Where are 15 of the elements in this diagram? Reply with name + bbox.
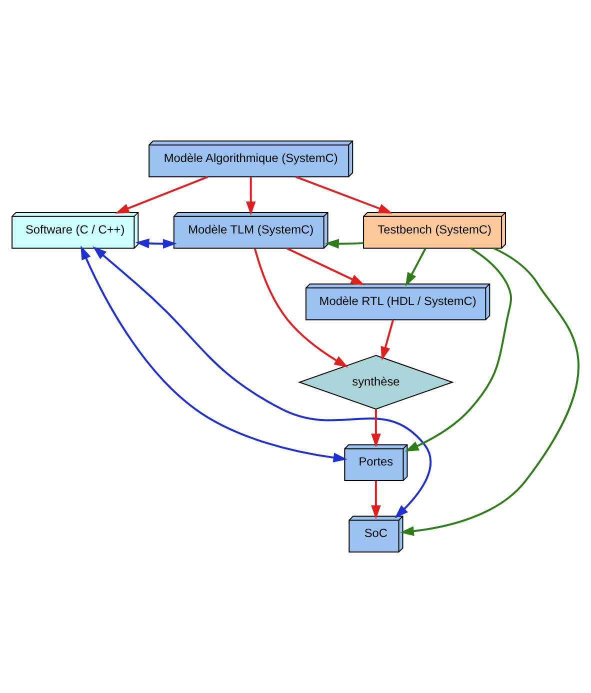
arrow: [324, 238, 364, 249]
arrow: [254, 248, 348, 368]
arrow: [400, 247, 580, 536]
arrow: [404, 247, 512, 452]
arrow: [405, 248, 426, 286]
arrow: [246, 177, 256, 216]
arrow: [92, 246, 432, 518]
arrow: [371, 480, 381, 520]
arrow: [371, 409, 381, 448]
arrow: [295, 176, 393, 214]
arrow: [380, 320, 394, 361]
arrow: [80, 246, 348, 462]
arrow: [135, 238, 177, 249]
arrow: [286, 247, 365, 286]
arrow: [115, 176, 208, 214]
